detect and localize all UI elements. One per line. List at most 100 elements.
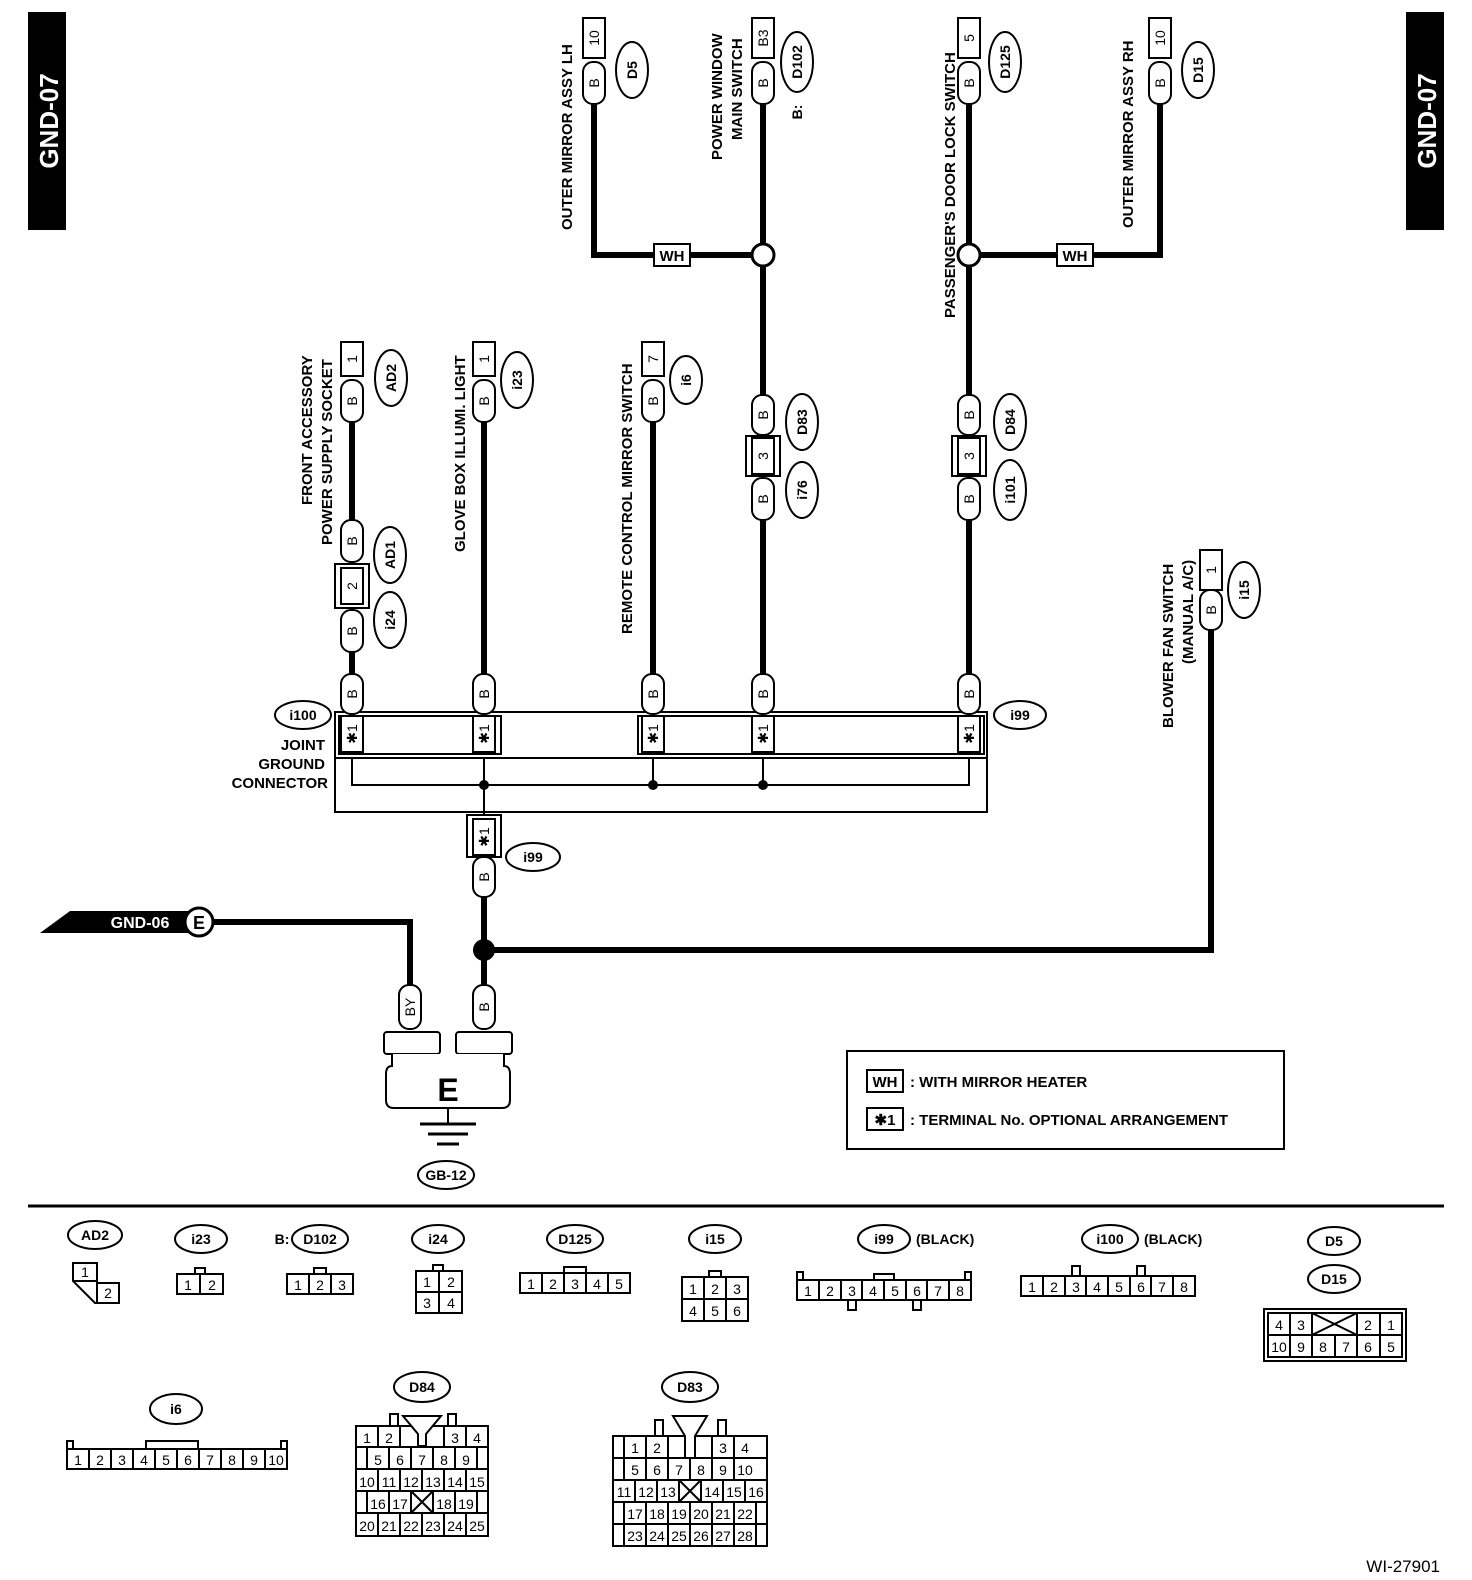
svg-text:i76: i76 — [794, 480, 810, 500]
outer-mirror-rh: 10 B D15 OUTER MIRROR ASSY RH — [1120, 17, 1215, 228]
svg-text:E: E — [193, 913, 205, 933]
left-section-tab: GND-07 — [28, 12, 66, 230]
svg-text:12: 12 — [638, 1484, 654, 1500]
svg-text:✱1: ✱1 — [344, 724, 360, 744]
svg-text:D84: D84 — [409, 1379, 435, 1395]
svg-text:i23: i23 — [509, 370, 525, 390]
svg-text:3: 3 — [1072, 1279, 1080, 1295]
svg-text:20: 20 — [359, 1518, 375, 1534]
joint-ground-connector: B ✱1 B ✱1 B ✱1 B ✱1 B ✱1 — [232, 673, 1047, 898]
svg-text:5: 5 — [615, 1276, 623, 1292]
right-section-tab: GND-07 — [1406, 12, 1444, 230]
svg-text:3: 3 — [755, 452, 771, 460]
svg-text:2: 2 — [96, 1452, 104, 1468]
svg-text:B:: B: — [789, 105, 805, 120]
face-i6: i6 1 2 3 4 5 6 7 8 9 10 — [66, 1393, 288, 1470]
joint-bottom-terminal: ✱1 B i99 — [466, 814, 561, 898]
power-window-main-switch: B3 B D102 B: POWER WINDOW MAIN SWITCH — [709, 17, 814, 160]
svg-text:7: 7 — [418, 1452, 426, 1468]
joint-terminal-5: B ✱1 — [957, 673, 981, 753]
svg-text:7: 7 — [1342, 1339, 1350, 1355]
svg-text:B: B — [755, 410, 771, 419]
blower-fan-switch: 1 B i15 BLOWER FAN SWITCH (MANUAL A/C) — [1160, 549, 1261, 728]
svg-text:21: 21 — [381, 1518, 397, 1534]
passengers-door-lock-switch: 5 B D125 PASSENGER'S DOOR LOCK SWITCH — [942, 17, 1022, 318]
svg-text:4: 4 — [741, 1440, 749, 1456]
inline-connector-d84-i101: B 3 B D84 i101 — [951, 393, 1027, 521]
joint-terminal-2: B ✱1 — [472, 673, 496, 753]
svg-text:3: 3 — [571, 1276, 579, 1292]
svg-text:POWER SUPPLY SOCKET: POWER SUPPLY SOCKET — [319, 359, 336, 545]
svg-text:10: 10 — [359, 1474, 375, 1490]
svg-text:10: 10 — [586, 30, 602, 46]
svg-text:B:: B: — [275, 1231, 290, 1247]
svg-text:24: 24 — [447, 1518, 463, 1534]
svg-text:4: 4 — [869, 1283, 877, 1299]
svg-text:9: 9 — [1297, 1339, 1305, 1355]
svg-text:8: 8 — [1180, 1279, 1188, 1295]
svg-text:18: 18 — [436, 1496, 452, 1512]
wh-tag-left: WH — [653, 243, 691, 267]
svg-text:2: 2 — [344, 582, 360, 590]
svg-text:23: 23 — [425, 1518, 441, 1534]
wire-junctions — [473, 242, 982, 961]
face-d84: D84 1 2 — [355, 1371, 489, 1537]
svg-text:18: 18 — [649, 1506, 665, 1522]
svg-text:i6: i6 — [678, 374, 694, 386]
svg-text:D5: D5 — [624, 61, 640, 79]
svg-text:D102: D102 — [789, 45, 805, 79]
svg-text:D125: D125 — [558, 1231, 592, 1247]
svg-text:2: 2 — [385, 1430, 393, 1446]
svg-text:24: 24 — [649, 1528, 665, 1544]
svg-text:WH: WH — [1063, 248, 1088, 265]
svg-text:3: 3 — [848, 1283, 856, 1299]
svg-text:GND-07: GND-07 — [34, 73, 64, 168]
svg-text:B: B — [586, 78, 602, 87]
svg-text:D5: D5 — [1325, 1233, 1343, 1249]
svg-text:3: 3 — [961, 452, 977, 460]
joint-terminal-1: B ✱1 — [340, 673, 364, 753]
inline-connector-d83-i76: B 3 B D83 i76 — [745, 393, 819, 521]
svg-text:B: B — [1203, 605, 1219, 614]
svg-text:23: 23 — [627, 1528, 643, 1544]
svg-text:(BLACK): (BLACK) — [1144, 1231, 1202, 1247]
svg-text:1: 1 — [81, 1264, 89, 1280]
svg-text:B: B — [961, 410, 977, 419]
figure-code: WI-27901 — [1366, 1557, 1440, 1576]
svg-text:GLOVE BOX ILLUMI. LIGHT: GLOVE BOX ILLUMI. LIGHT — [452, 355, 469, 552]
svg-text:1: 1 — [527, 1276, 535, 1292]
svg-text:B: B — [1152, 78, 1168, 87]
svg-text:(MANUAL A/C): (MANUAL A/C) — [1180, 560, 1197, 664]
svg-text:4: 4 — [473, 1430, 481, 1446]
svg-text:D15: D15 — [1321, 1271, 1347, 1287]
svg-text:6: 6 — [653, 1462, 661, 1478]
svg-text:AD2: AD2 — [81, 1227, 109, 1243]
svg-text:10: 10 — [737, 1462, 753, 1478]
wh-tag-right: WH — [1056, 243, 1094, 267]
svg-text:16: 16 — [370, 1496, 386, 1512]
svg-text:i24: i24 — [428, 1231, 448, 1247]
svg-text:1: 1 — [423, 1274, 431, 1290]
svg-text:B: B — [645, 396, 661, 405]
svg-text:✱1: ✱1 — [476, 724, 492, 744]
face-d83: D83 1 2 3 4 — [612, 1371, 768, 1547]
svg-text:i23: i23 — [191, 1231, 211, 1247]
joint-terminal-3: B ✱1 — [641, 673, 665, 753]
svg-text:B: B — [645, 689, 661, 698]
svg-text:5: 5 — [631, 1462, 639, 1478]
svg-text:10: 10 — [1152, 30, 1168, 46]
face-i99: i99 (BLACK) 1 2 3 4 5 6 7 8 — [796, 1224, 974, 1311]
svg-text:3: 3 — [423, 1295, 431, 1311]
svg-text:4: 4 — [1275, 1317, 1283, 1333]
face-d102: B: D102 1 2 3 — [275, 1224, 354, 1295]
svg-text:5: 5 — [374, 1452, 382, 1468]
svg-text:FRONT ACCESSORY: FRONT ACCESSORY — [299, 355, 316, 505]
svg-text:1: 1 — [1387, 1317, 1395, 1333]
svg-text:i101: i101 — [1002, 476, 1018, 503]
svg-text:5: 5 — [1387, 1339, 1395, 1355]
svg-text:i100: i100 — [1096, 1231, 1123, 1247]
legend: WH : WITH MIRROR HEATER ✱1 : TERMINAL No… — [846, 1050, 1285, 1150]
front-accessory-power-socket: 1 B AD2 FRONT ACCESSORY POWER SUPPLY SOC… — [299, 341, 408, 545]
svg-text:i15: i15 — [705, 1231, 725, 1247]
svg-text:3: 3 — [719, 1440, 727, 1456]
